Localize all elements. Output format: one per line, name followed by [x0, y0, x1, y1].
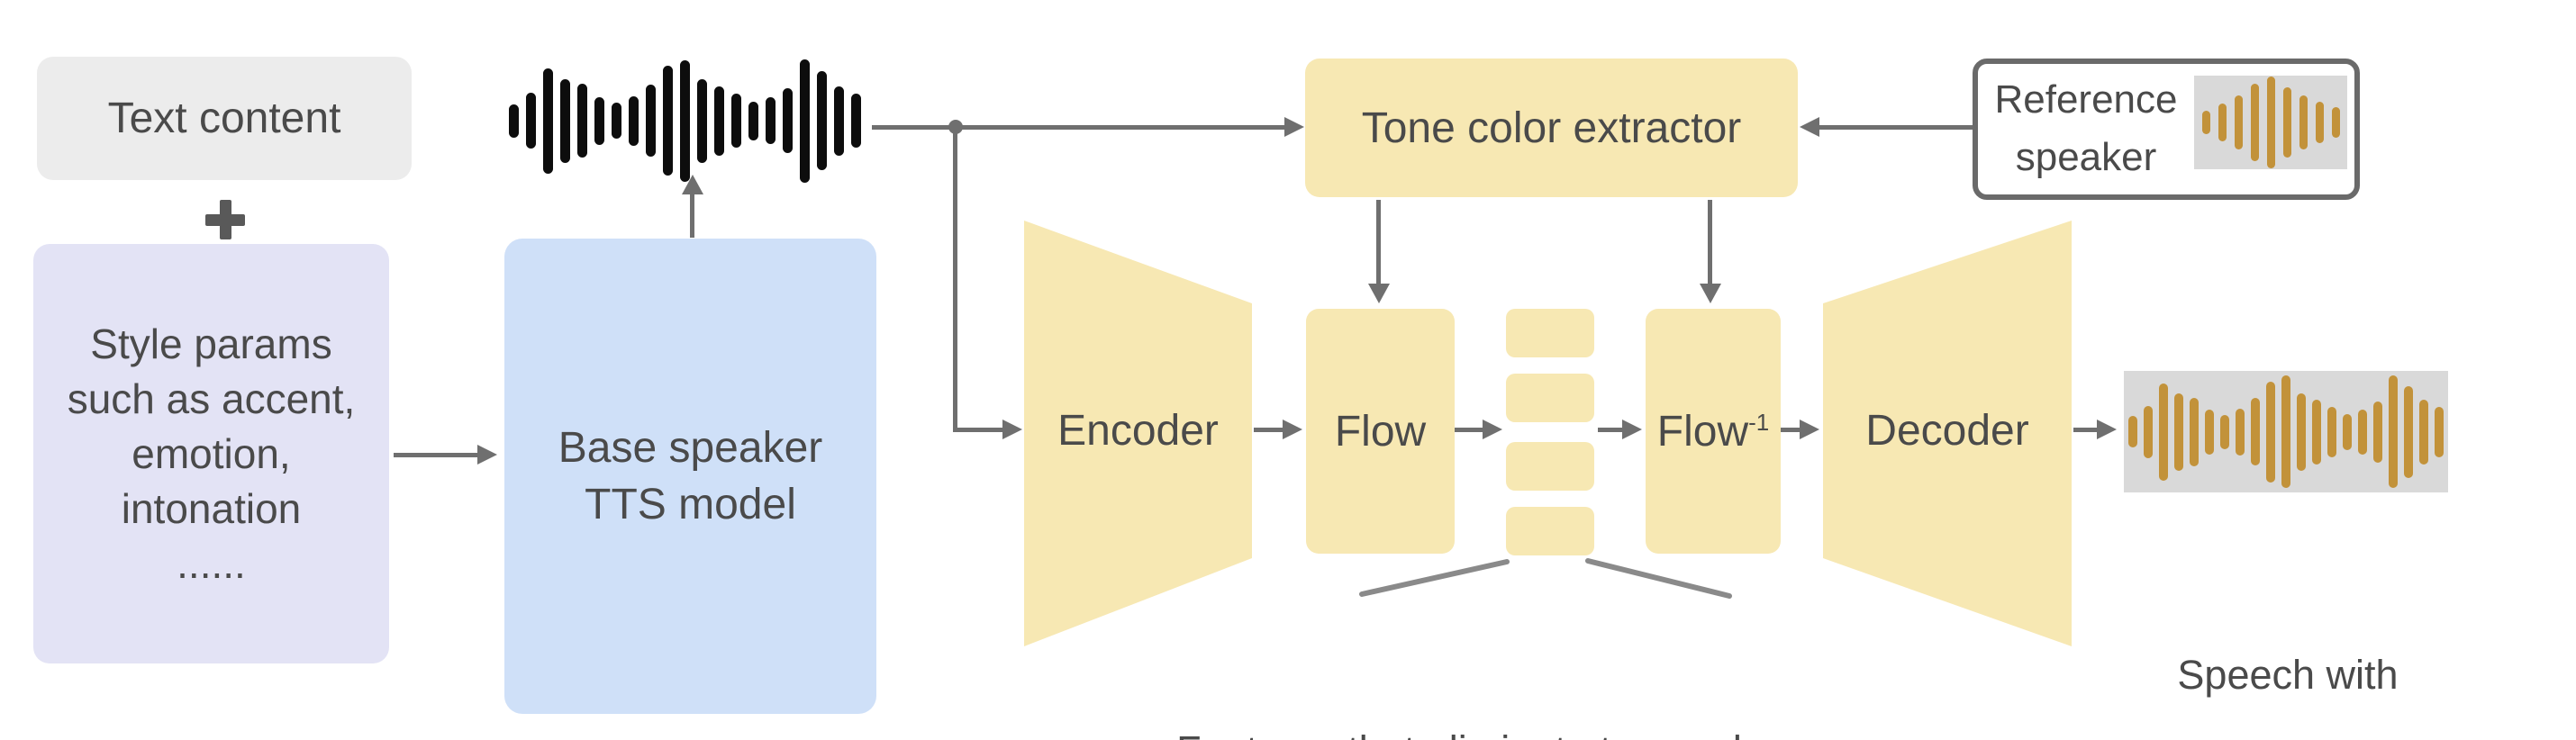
- arrow-features-to-flowinv: [1598, 428, 1622, 432]
- output-speech-waveform-icon: [2124, 371, 2448, 492]
- pointer-line-left: [1359, 559, 1510, 597]
- arrow-tone-to-flow: [1376, 200, 1381, 284]
- arrow-decoder-to-output: [2073, 428, 2097, 432]
- base-tts-line: Base speaker: [558, 424, 823, 472]
- arrow-tts-to-waveform: [690, 193, 694, 238]
- arrow-flowinv-to-decoder: [1781, 428, 1800, 432]
- arrowhead-tone-to-flow: [1368, 284, 1390, 303]
- encoder-label: Encoder: [1057, 406, 1219, 455]
- text-content-box: Text content: [37, 57, 412, 180]
- arrow-encoder-to-flow: [1254, 428, 1283, 432]
- output-caption: Speech with reference tone color and con…: [2177, 652, 2399, 698]
- arrowhead-flow-to-features: [1483, 420, 1502, 439]
- arrow-flow-to-features: [1455, 428, 1483, 432]
- arrowhead-flowinv-to-decoder: [1800, 420, 1819, 439]
- base-tts-box: Base speaker TTS model: [504, 239, 876, 714]
- flow-inverse-box: Flow-1: [1646, 309, 1781, 554]
- reference-speaker-waveform-icon: [2194, 76, 2347, 169]
- flow-box: Flow: [1306, 309, 1455, 554]
- arrow-tone-to-flowinv: [1708, 200, 1712, 284]
- feature-segment: [1506, 309, 1594, 357]
- reference-speaker-label: Reference speaker: [1994, 77, 2178, 179]
- arrowhead-into-tone-left: [1284, 117, 1304, 137]
- tone-extractor-label: Tone color extractor: [1361, 104, 1742, 152]
- style-params-line: such as accent,: [67, 375, 356, 422]
- flow-inverse-label: Flow-1: [1656, 407, 1770, 456]
- plus-icon: [178, 184, 272, 256]
- line-branch-down: [953, 125, 957, 429]
- tone-extractor-box: Tone color extractor: [1305, 59, 1798, 197]
- arrowhead-features-to-flowinv: [1622, 420, 1642, 439]
- text-content-label: Text content: [107, 95, 341, 142]
- arrowhead-reference-to-tone: [1800, 117, 1819, 137]
- style-params-line: ......: [177, 539, 246, 587]
- arrowhead-tts-to-waveform: [682, 175, 703, 194]
- arrowhead-tone-to-flowinv: [1700, 284, 1721, 303]
- features-note: Features that eliminate tone color but p…: [1054, 598, 1900, 740]
- flow-label: Flow: [1334, 407, 1427, 456]
- base-tts-line: TTS model: [585, 481, 796, 528]
- feature-segment: [1506, 507, 1594, 555]
- decoder-label: Decoder: [1865, 406, 2029, 455]
- style-params-line: intonation: [121, 484, 302, 532]
- arrowhead-decoder-to-output: [2097, 420, 2117, 439]
- base-speech-waveform-icon: [506, 58, 863, 184]
- style-params-line: emotion,: [132, 429, 291, 477]
- pointer-line-right: [1585, 558, 1732, 599]
- feature-segment: [1506, 374, 1594, 422]
- line-branch-to-encoder: [953, 428, 1005, 432]
- arrowhead-encoder-to-flow: [1283, 420, 1302, 439]
- style-params-box: Style params such as accent, emotion, in…: [33, 244, 389, 663]
- line-waveform-to-tone: [872, 125, 1284, 130]
- arrowhead-into-encoder: [1002, 420, 1022, 439]
- arrow-style-to-tts: [394, 453, 479, 457]
- arrowhead-style-to-tts: [477, 445, 497, 465]
- arrow-reference-to-tone: [1819, 125, 1973, 130]
- style-params-line: Style params: [90, 320, 332, 367]
- feature-segment: [1506, 442, 1594, 491]
